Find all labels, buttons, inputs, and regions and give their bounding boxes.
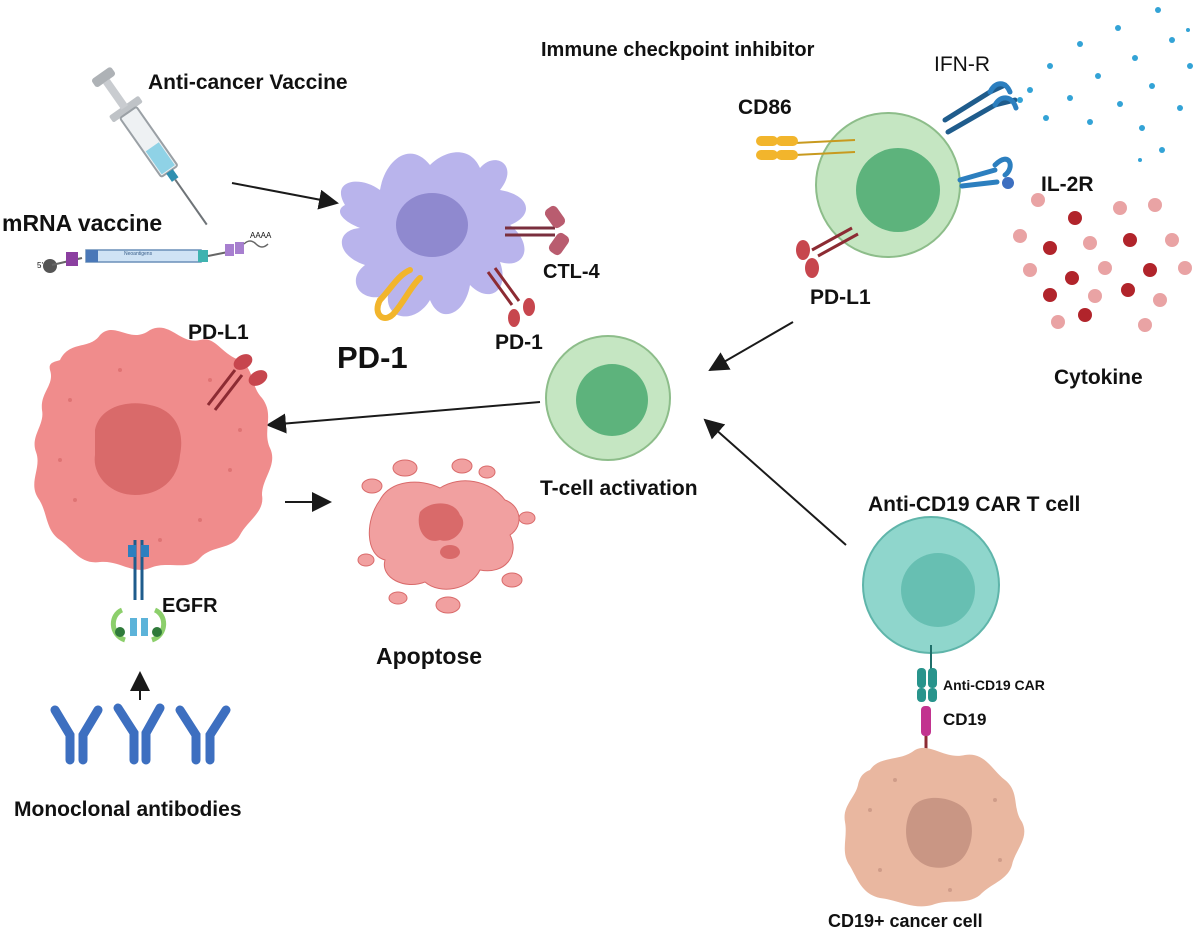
arrow-cart-to-tcell [703, 418, 847, 546]
activated-t-cell [545, 335, 671, 461]
label-anti-cd19-car: Anti-CD19 CAR [943, 677, 1045, 693]
label-mrna-vaccine: mRNA vaccine [2, 210, 163, 236]
label-cd19-cancer-cell: CD19+ cancer cell [828, 911, 983, 931]
label-apoptose: Apoptose [376, 643, 483, 669]
cd86-receptor [756, 136, 856, 160]
label-pd-l1-tumor: PD-L1 [188, 321, 249, 344]
label-monoclonal-antibodies: Monoclonal antibodies [14, 798, 242, 821]
label-cd86: CD86 [738, 96, 792, 119]
cd19-cancer-nucleus [906, 797, 972, 868]
label-t-cell-activation: T-cell activation [540, 477, 698, 500]
cd19-cancer-cell [844, 747, 1025, 907]
checkpoint-t-cell [756, 81, 1019, 278]
label-poly-a: AAAA [250, 231, 272, 240]
syringe-icon [91, 67, 208, 226]
car-t-cell [862, 516, 1000, 770]
label-cytokine: Cytokine [1054, 366, 1143, 389]
arrows [130, 182, 847, 700]
antibody-icons [50, 703, 231, 765]
label-anti-cd19-car-t-cell: Anti-CD19 CAR T cell [868, 493, 1081, 516]
anti-cd19-car-receptor [917, 645, 937, 702]
dendritic-cell [340, 152, 570, 327]
arrow-tcell-to-tumor [266, 401, 541, 434]
label-pd-1-small: PD-1 [495, 331, 543, 354]
antibody-icon-2 [113, 703, 165, 765]
gold-receptor [374, 267, 423, 321]
arrow-vaccine-to-dendritic [231, 182, 339, 210]
egfr-receptor [110, 540, 167, 643]
label-five-prime: 5' [37, 261, 43, 270]
tumor-cell [34, 327, 273, 643]
tumor-nucleus [94, 403, 182, 495]
label-il-2r: IL-2R [1041, 173, 1094, 196]
apoptotic-cell [357, 458, 536, 614]
arrow-checkpoint-to-tcell [708, 321, 794, 372]
pd1-receptor [486, 267, 535, 327]
pd-l1-receptor-top [796, 226, 859, 278]
label-ifn-r: IFN-R [934, 53, 990, 76]
label-neoantigens: Neoantigens [124, 251, 153, 257]
label-pd-1-large: PD-1 [337, 340, 408, 375]
label-immune-checkpoint-inhibitor: Immune checkpoint inhibitor [541, 39, 815, 61]
label-egfr: EGFR [162, 595, 218, 617]
mrna-strand-icon [43, 240, 269, 273]
pd-l1-receptor-tumor [206, 354, 268, 411]
dendritic-nucleus [396, 193, 468, 257]
car-t-cell-nucleus [901, 553, 975, 627]
antibody-icon-1 [50, 705, 103, 765]
label-ctl-4: CTL-4 [543, 261, 600, 283]
label-anti-cancer-vaccine: Anti-cancer Vaccine [148, 71, 348, 94]
checkpoint-t-cell-nucleus [856, 148, 940, 232]
ctl4-receptor [505, 205, 570, 256]
ifn-r-receptor [942, 81, 1019, 135]
antibody-icon-3 [175, 705, 231, 765]
label-pd-l1-top: PD-L1 [810, 286, 871, 309]
ifn-dots [1017, 7, 1193, 162]
il-2r-receptor [957, 156, 1014, 189]
activated-t-cell-nucleus [576, 364, 648, 436]
label-cd19: CD19 [943, 710, 987, 729]
cytokine-dots [1013, 193, 1192, 332]
